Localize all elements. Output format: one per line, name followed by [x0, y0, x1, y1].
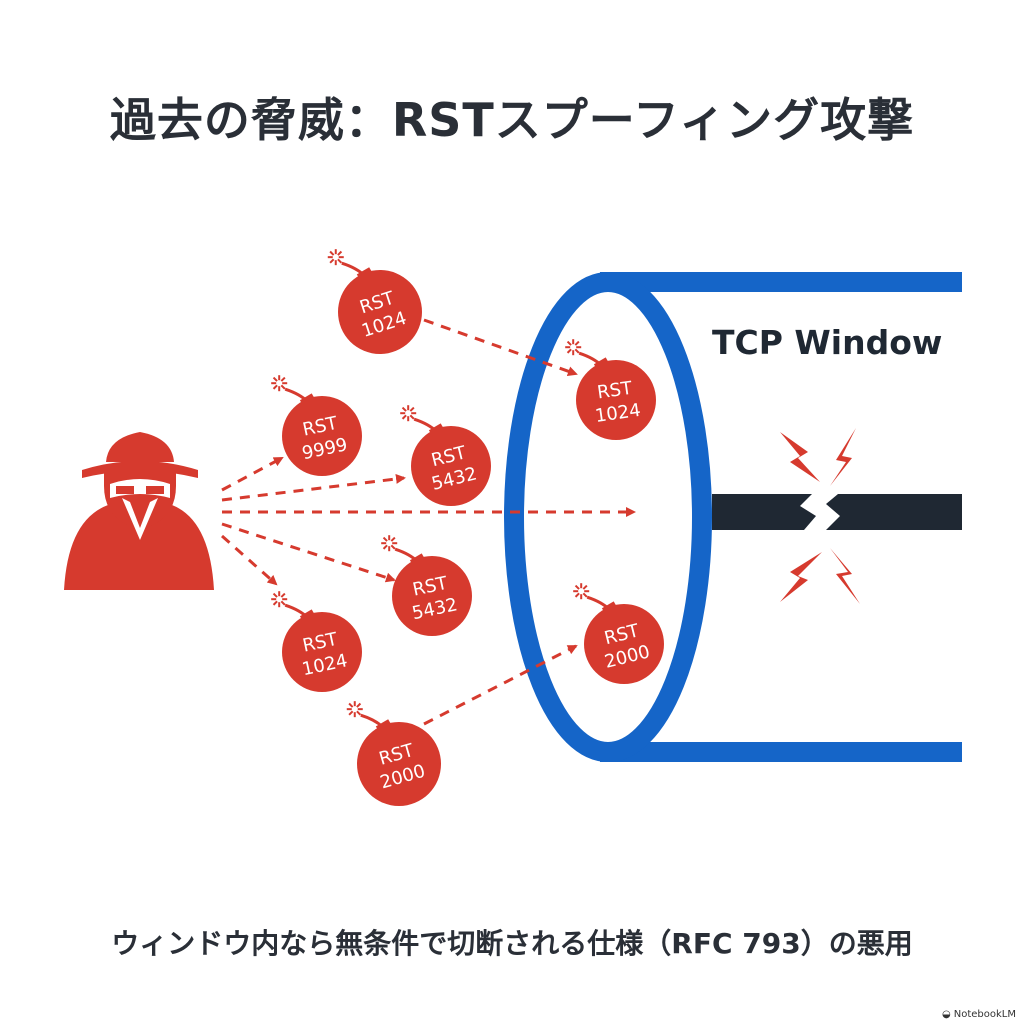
notebook-icon: ◒	[942, 1009, 951, 1020]
pipe-opening-ellipse	[504, 272, 712, 762]
bomb-spark	[381, 535, 398, 552]
attack-arrows	[221, 318, 636, 726]
arrow-to-1024-lower	[221, 534, 278, 586]
arrow-to-9999	[221, 456, 284, 492]
broken-cable-icon	[712, 494, 962, 530]
arrow-to-5432-b	[221, 522, 396, 583]
bomb-spark	[565, 339, 582, 356]
brand-name: NotebookLM	[953, 1009, 1016, 1020]
bomb-body	[282, 396, 362, 476]
bomb-spark	[271, 375, 288, 392]
bomb-spark	[327, 249, 344, 266]
page-title: 過去の脅威：RSTスプーフィング攻撃	[109, 93, 915, 147]
bomb-body	[282, 612, 362, 692]
bomb-spark	[271, 591, 288, 608]
pipe-top-edge	[600, 272, 962, 292]
brand-watermark: ◒ NotebookLM	[942, 1009, 1016, 1020]
arrow-to-5432-a	[221, 473, 406, 502]
pipe-bottom-edge	[600, 742, 962, 762]
bomb-spark	[400, 405, 417, 422]
bomb-spark	[346, 701, 363, 718]
bomb-body	[357, 722, 441, 806]
tcp-window-label: TCP Window	[712, 323, 942, 362]
bomb-body	[584, 604, 664, 684]
bomb-spark	[573, 583, 590, 600]
arrow-to-window-1024	[423, 318, 578, 377]
bomb-label: RST	[596, 378, 635, 404]
caption: ウィンドウ内なら無条件で切断される仕様（RFC 793）の悪用	[111, 927, 913, 960]
hacker-icon	[64, 432, 214, 590]
lightning-icon	[780, 428, 860, 604]
bomb-body	[411, 426, 491, 506]
bomb-body	[576, 360, 656, 440]
bomb-body	[338, 270, 422, 354]
bomb-body	[392, 556, 472, 636]
